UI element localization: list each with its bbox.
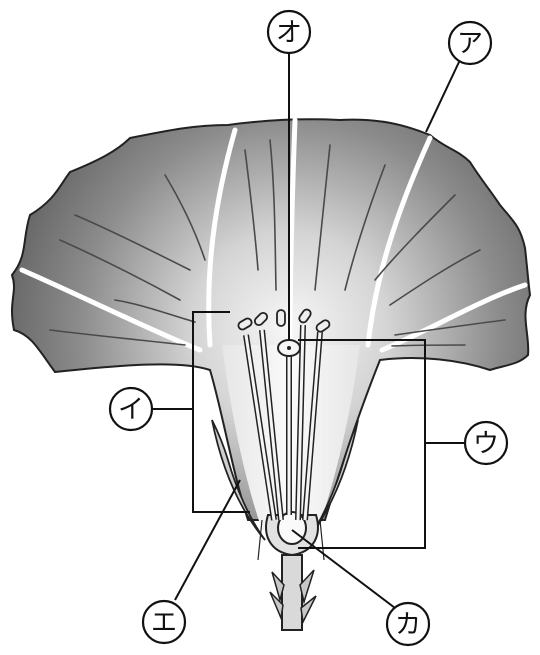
label-ka-text: カ <box>395 610 421 640</box>
label-e: エ <box>143 601 185 643</box>
leader-e <box>175 480 240 600</box>
leader-ka <box>292 530 395 608</box>
label-a-text: ア <box>457 29 483 59</box>
label-i-text: イ <box>118 395 144 425</box>
label-u-text: ウ <box>473 429 499 459</box>
label-u: ウ <box>465 422 507 464</box>
leader-a <box>426 62 459 132</box>
label-o: オ <box>268 11 310 53</box>
label-a: ア <box>449 22 491 64</box>
label-ka: カ <box>387 603 429 645</box>
label-o-text: オ <box>276 18 302 48</box>
label-i: イ <box>110 388 152 430</box>
stem <box>270 555 316 630</box>
label-e-text: エ <box>151 608 177 638</box>
